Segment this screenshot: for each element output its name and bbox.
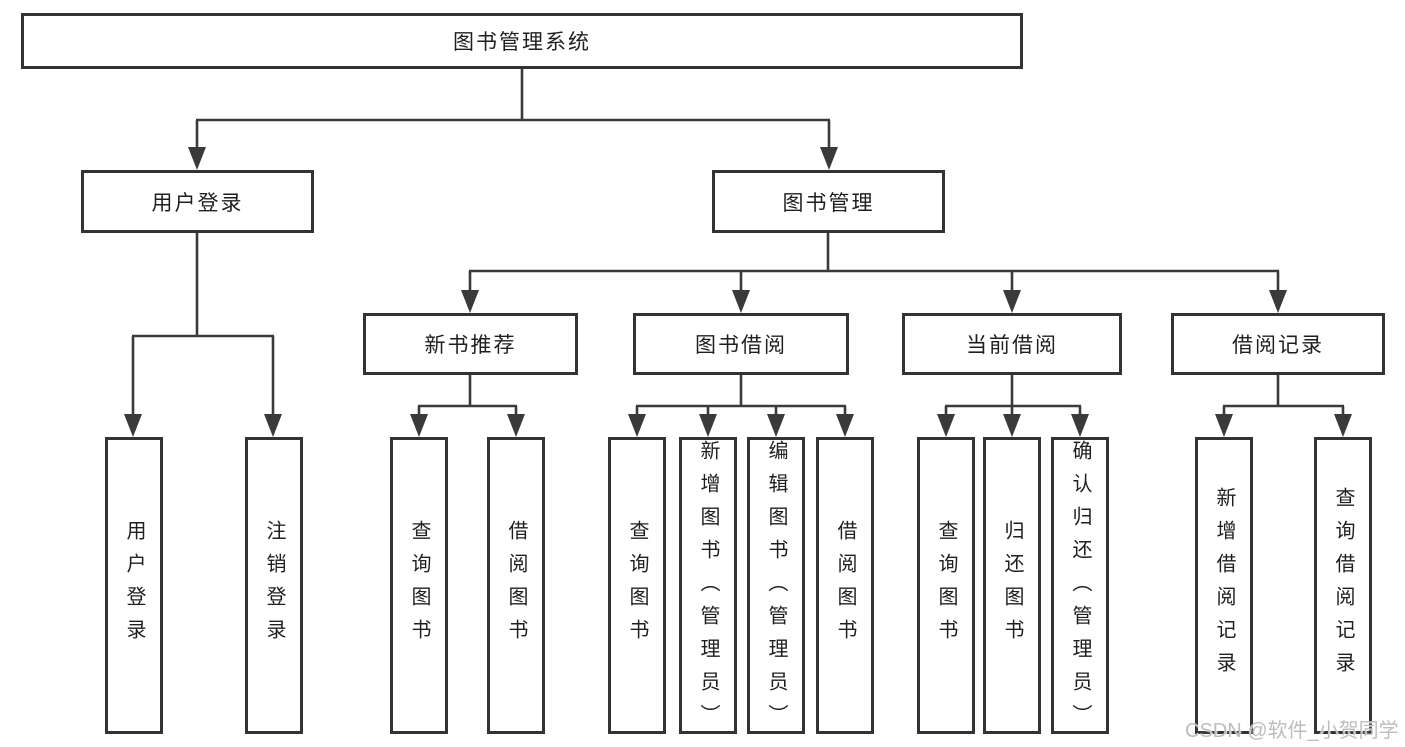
node-label: 用户登录 (151, 191, 244, 215)
arrowhead (1003, 290, 1021, 313)
arrowhead (767, 414, 785, 437)
leaf-user-login: 用户登录 (105, 437, 163, 734)
leaf-label: 查询图书 (935, 519, 957, 652)
leaf-label: 用户登录 (123, 519, 145, 652)
leaf-label: 查询图书 (408, 519, 430, 652)
leaf-label: 查询借阅记录 (1332, 486, 1354, 685)
arrowhead (124, 414, 142, 437)
node-new-book-recommend: 新书推荐 (363, 313, 578, 375)
connector-book-borrow (635, 374, 847, 418)
arrowhead (1071, 414, 1089, 437)
node-user-login: 用户登录 (81, 170, 314, 233)
leaf-return-book: 归还图书 (983, 437, 1041, 734)
arrowhead (188, 147, 206, 170)
leaf-query-borrow-record: 查询借阅记录 (1314, 437, 1372, 734)
leaf-borrow-book-2: 借阅图书 (816, 437, 874, 734)
node-label: 图书管理 (782, 191, 875, 215)
leaf-confirm-return-admin: 确认归还（管理员） (1051, 437, 1109, 737)
leaf-label: 注销登录 (263, 519, 285, 652)
node-label: 图书借阅 (695, 334, 787, 357)
leaf-edit-book-admin: 编辑图书（管理员） (747, 437, 805, 737)
arrowhead (461, 290, 479, 313)
arrowhead (937, 414, 955, 437)
leaf-borrow-book-1: 借阅图书 (487, 437, 545, 734)
arrowhead (1215, 414, 1233, 437)
connector-user-login (131, 233, 275, 418)
leaf-logout: 注销登录 (245, 437, 303, 734)
leaf-label: 新增借阅记录 (1213, 486, 1235, 685)
node-current-borrow: 当前借阅 (902, 313, 1122, 375)
arrowhead (732, 290, 750, 313)
node-label: 当前借阅 (966, 334, 1058, 357)
leaf-label: 查询图书 (626, 519, 648, 652)
arrowhead (1003, 414, 1021, 437)
leaf-query-book-3: 查询图书 (917, 437, 975, 734)
leaf-label: 借阅图书 (834, 519, 856, 652)
node-label: 图书管理系统 (453, 31, 591, 54)
connector-borrow-record (1222, 374, 1345, 418)
arrowhead (1269, 290, 1287, 313)
leaf-label: 确认归还（管理员） (1069, 440, 1091, 737)
arrowhead (628, 414, 646, 437)
node-library-system: 图书管理系统 (21, 13, 1023, 69)
arrowhead (820, 147, 838, 170)
leaf-label: 归还图书 (1001, 519, 1023, 652)
leaf-label: 借阅图书 (505, 519, 527, 652)
arrowhead (507, 414, 525, 437)
arrowhead (410, 414, 428, 437)
node-borrow-record: 借阅记录 (1171, 313, 1385, 375)
arrowhead (1334, 414, 1352, 437)
node-book-borrow: 图书借阅 (633, 313, 849, 375)
connector-root (195, 69, 831, 150)
csdn-watermark: CSDN @软件_小贺同学 (1185, 720, 1399, 742)
arrowhead (699, 414, 717, 437)
node-label: 新书推荐 (424, 334, 517, 357)
leaf-label: 编辑图书（管理员） (765, 440, 787, 737)
leaf-label: 新增图书（管理员） (697, 440, 719, 737)
node-label: 借阅记录 (1232, 334, 1324, 357)
leaf-add-book-admin: 新增图书（管理员） (679, 437, 737, 737)
connector-new-book (417, 374, 518, 418)
arrowhead (836, 414, 854, 437)
connector-book-management (468, 233, 1280, 294)
leaf-add-borrow-record: 新增借阅记录 (1195, 437, 1253, 734)
leaf-query-book-1: 查询图书 (390, 437, 448, 734)
arrowhead (264, 414, 282, 437)
leaf-query-book-2: 查询图书 (608, 437, 666, 734)
node-book-management: 图书管理 (712, 170, 945, 233)
connector-current-borrow (944, 374, 1082, 418)
